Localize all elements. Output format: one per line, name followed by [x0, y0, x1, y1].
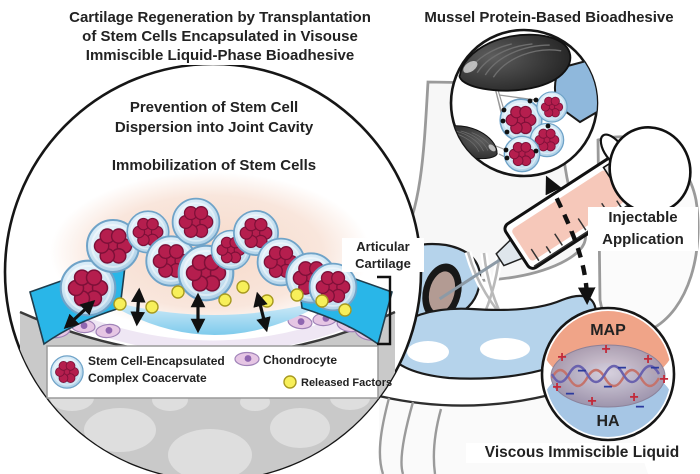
ha-label: HA — [596, 413, 620, 430]
cartilage-texture — [50, 385, 370, 474]
benefit-immobilization: Immobilization of Stem Cells — [111, 157, 317, 174]
main-title-line2: of Stem Cells Encapsulated in Visouse — [82, 28, 358, 45]
minus-charge: − — [603, 379, 612, 396]
adhesion-arrows — [63, 287, 271, 334]
articular-line2: Cartilage — [355, 256, 411, 271]
benefit-prevention-line1: Prevention of Stem Cell — [129, 99, 299, 116]
articular-cartilage-label: Articular Cartilage — [342, 238, 424, 272]
meniscus-gap — [407, 341, 449, 363]
legend-coacervate-line1: Stem Cell-Encapsulated — [88, 354, 225, 368]
plus-charge: + — [552, 379, 561, 396]
plus-charge: + — [557, 349, 566, 366]
dashed-flow-arrow — [545, 175, 596, 306]
articular-line1: Articular — [356, 239, 410, 254]
injectable-line1: Injectable — [608, 209, 678, 226]
plus-charge: + — [587, 393, 596, 410]
map-ha-circle: + + + + + + + − − − − − − — [540, 306, 676, 442]
plus-charge: + — [659, 371, 668, 388]
minus-charge: − — [617, 360, 626, 377]
adhesive-pool — [100, 298, 332, 335]
main-title-line1: Cartilage Regeneration by Transplantatio… — [69, 9, 371, 26]
coacervate-lens — [550, 344, 666, 408]
stem-cell-coacervate-icon — [51, 356, 83, 388]
polymer-chains — [550, 364, 661, 388]
plus-charge: + — [601, 341, 610, 358]
legend-coacervate-line2: Complex Coacervate — [88, 371, 207, 385]
meniscus-gap — [480, 338, 530, 360]
minus-charge: − — [650, 360, 659, 377]
adhesive-plaques — [500, 97, 551, 161]
plus-charge: + — [629, 389, 638, 406]
minus-charge: − — [577, 363, 586, 380]
legend-box — [46, 345, 379, 399]
mussel-title: Mussel Protein-Based Bioadhesive — [424, 9, 674, 26]
articular-cartilage-bracket — [377, 275, 392, 346]
legend-chondrocyte-label: Chondrocyte — [263, 353, 338, 367]
benefit-prevention: Prevention of Stem Cell Dispersion into … — [58, 98, 370, 138]
released-factor-icon — [283, 375, 297, 389]
main-title-line3: Immiscible Liquid-Phase Bioadhesive — [85, 47, 355, 64]
plus-charge: + — [643, 351, 652, 368]
injectable-application-label: Injectable Application — [588, 207, 698, 251]
cartilage-defect — [422, 263, 462, 321]
minus-charge: − — [635, 399, 644, 416]
legend-released-factors-label: Released Factors — [301, 377, 393, 389]
benefit-prevention-line2: Dispersion into Joint Cavity — [114, 119, 314, 136]
mussel-adhesive-circle — [449, 28, 599, 178]
map-label: MAP — [590, 322, 626, 339]
main-concept-circle — [3, 62, 423, 474]
legend-coacervate-label: Stem Cell-Encapsulated Complex Coacervat… — [88, 353, 278, 387]
needle — [438, 258, 501, 301]
viscous-immiscible-liquid-label: Viscous Immiscible Liquid — [466, 443, 698, 463]
main-title: Cartilage Regeneration by Transplantatio… — [14, 8, 426, 65]
fibula-lines — [378, 397, 443, 474]
injectable-line2: Application — [602, 231, 684, 248]
minus-charge: − — [565, 386, 574, 403]
charge-symbols: + + + + + + + − − − − − − — [552, 341, 668, 416]
